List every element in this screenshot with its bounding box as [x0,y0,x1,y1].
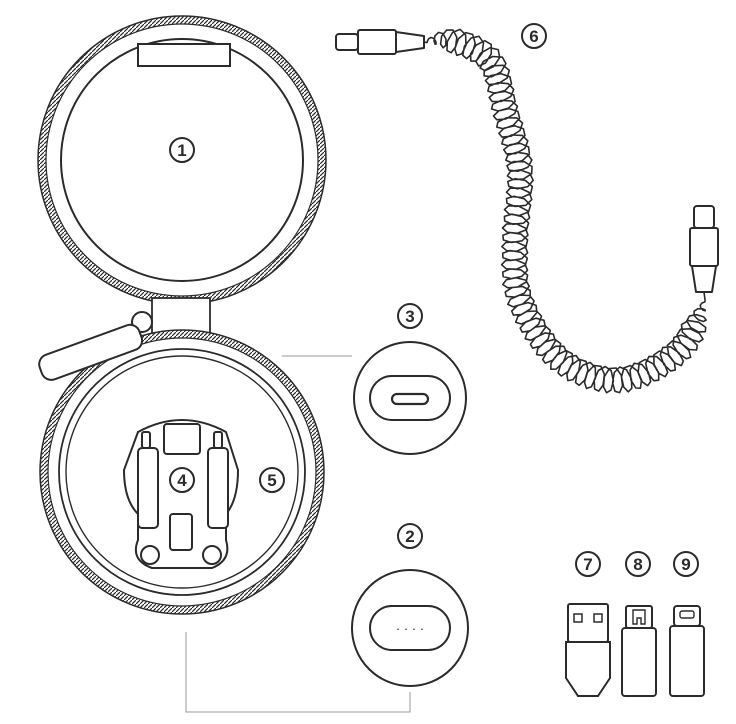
coiled-cable [335,28,719,394]
adapter-usb-a [565,603,611,697]
cable-organizer [122,419,240,569]
callout-2-label: 2 [405,527,414,546]
organizer-slot-left [137,447,159,529]
usb-c-port-detail [353,341,467,455]
port-dots: · · · · [396,621,424,636]
callout-4: 4 [169,467,195,493]
callout-5: 5 [259,467,285,493]
callout-3-label: 3 [405,307,414,326]
callout-1: 1 [169,137,195,163]
callout-5-label: 5 [267,471,276,490]
callout-7: 7 [575,551,601,577]
callout-8-label: 8 [633,555,642,574]
organizer-slot-right [207,447,229,529]
adapter-micro-usb [621,605,657,697]
callout-7-label: 7 [583,555,592,574]
callout-3: 3 [397,303,423,329]
cable-connector-top [335,29,425,55]
callout-9-label: 9 [681,555,690,574]
usb-c-port-icon [390,392,430,406]
adapter-lightning [669,605,705,697]
callout-9: 9 [673,551,699,577]
callout-2: 2 [397,523,423,549]
callout-8: 8 [625,551,651,577]
leader-lines [185,355,411,713]
callout-4-label: 4 [177,471,187,490]
callout-6-label: 6 [529,27,538,46]
cable-coil [423,28,707,394]
cable-connector-bottom [689,205,719,293]
leader-line-2 [185,632,411,713]
organizer-clip-top [163,423,201,455]
magnetic-port-detail: · · · · [351,569,469,687]
lid-strap [137,43,231,67]
zipper-pull [38,311,153,381]
callout-6: 6 [521,23,547,49]
callout-1-label: 1 [177,141,186,160]
